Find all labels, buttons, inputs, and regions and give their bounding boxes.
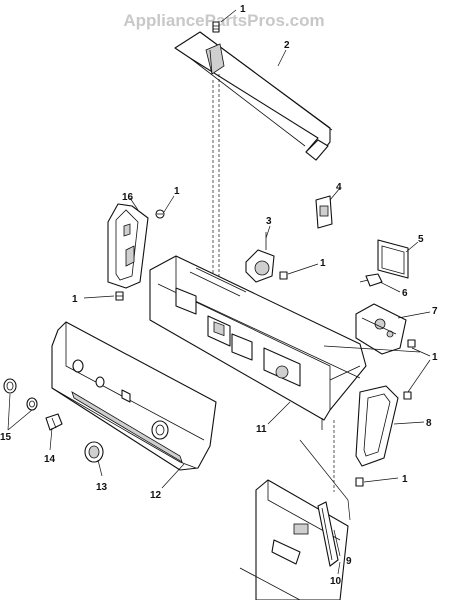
part-15-knob-b xyxy=(26,397,38,411)
part-15-knob-a xyxy=(3,378,17,394)
callout-14: 14 xyxy=(44,454,56,465)
part-8-right-trim xyxy=(355,385,399,467)
callout-6: 6 xyxy=(402,288,408,299)
part-13-knob xyxy=(84,441,104,463)
callout-10: 10 xyxy=(330,576,342,587)
callout-2: 2 xyxy=(284,40,290,51)
callout-3: 3 xyxy=(266,216,272,227)
part-12-front-panel xyxy=(51,321,217,471)
callout-1-right: 1 xyxy=(432,352,438,363)
screw-9 xyxy=(355,477,364,487)
callout-7: 7 xyxy=(432,306,438,317)
screw-top xyxy=(212,21,220,33)
part-9-hinge xyxy=(317,501,339,567)
callout-1-left-upper: 1 xyxy=(174,186,180,197)
callout-9: 9 xyxy=(346,556,352,567)
callout-12: 12 xyxy=(150,490,162,501)
screw-3 xyxy=(279,271,288,280)
part-14-button xyxy=(45,413,63,431)
callout-15: 15 xyxy=(0,432,12,443)
callout-1-lower-right: 1 xyxy=(402,474,408,485)
callout-8: 8 xyxy=(426,418,432,429)
callout-5: 5 xyxy=(418,234,424,245)
part-16-left-trim xyxy=(107,203,149,289)
screw-7-b xyxy=(403,391,412,400)
callout-16: 16 xyxy=(122,192,134,203)
part-10-cabinet-top xyxy=(239,479,349,600)
callout-1-top: 1 xyxy=(240,4,246,15)
callout-13: 13 xyxy=(96,482,108,493)
part-6-connector xyxy=(359,273,383,287)
callout-4: 4 xyxy=(336,182,342,193)
part-7-bracket xyxy=(355,303,407,355)
harness-line xyxy=(299,439,351,521)
callout-1-center: 1 xyxy=(320,258,326,269)
screw-16 xyxy=(155,209,165,219)
callout-11: 11 xyxy=(256,424,267,435)
screw-7-a xyxy=(407,339,416,348)
callout-1-left-lower: 1 xyxy=(72,294,78,305)
part-3-switch xyxy=(245,232,275,283)
screw-left-lower xyxy=(115,291,124,301)
part-5-board xyxy=(377,239,409,279)
part-11-console xyxy=(149,255,367,430)
leader-lines xyxy=(7,9,431,575)
part-4-clip xyxy=(315,195,333,229)
watermark-text: AppliancePartsPros.com xyxy=(123,11,324,30)
part-2-end-cap xyxy=(174,31,333,161)
